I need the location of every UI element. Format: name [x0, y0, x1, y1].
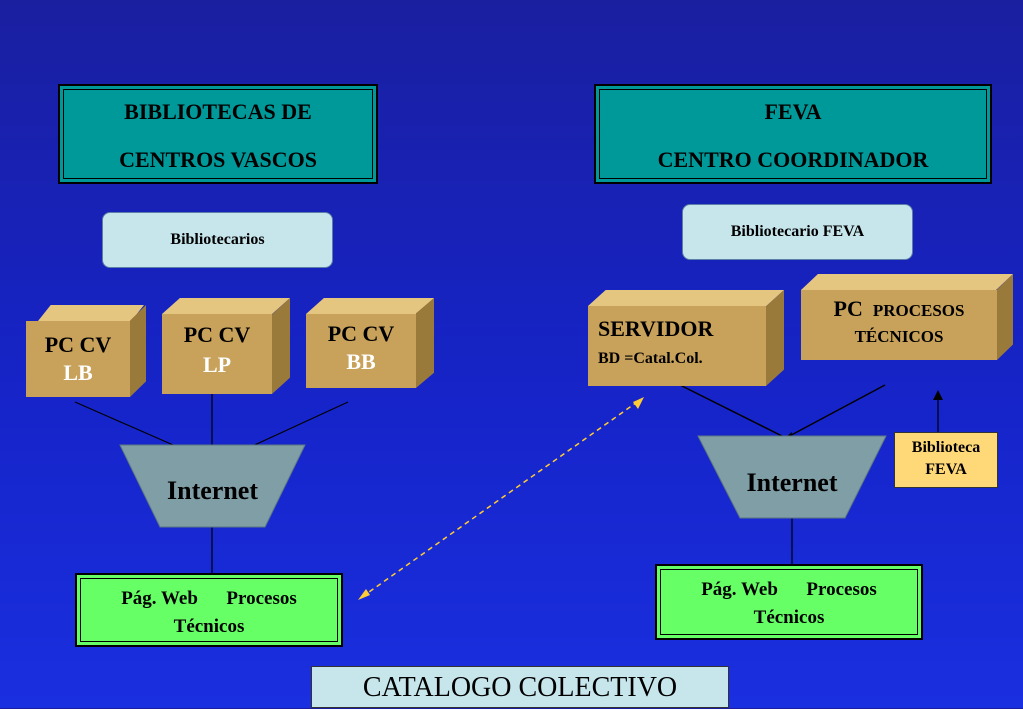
- servidor-side: [766, 290, 784, 386]
- pc-procesos-box: PC PROCESOS TÉCNICOS: [801, 274, 1013, 360]
- role-bibliotecarios: Bibliotecarios: [102, 212, 333, 268]
- web-right-line2: Técnicos: [753, 607, 825, 628]
- pc-cv-lb-front: PC CV LB: [26, 321, 130, 397]
- header-left: BIBLIOTECAS DE CENTROS VASCOS: [58, 84, 378, 184]
- line-bb-internet: [247, 401, 349, 449]
- servidor-top: [588, 290, 784, 306]
- pc-procesos-pc: PC: [833, 296, 863, 321]
- servidor-db: BD =Catal.Col.: [598, 350, 703, 367]
- pc-cv-lp-code: LP: [202, 352, 232, 377]
- pc-procesos-tecnicos: TÉCNICOS: [854, 327, 944, 346]
- web-left-line1: Pág. Web Procesos: [121, 588, 297, 609]
- arrow-head-pc: [933, 390, 943, 400]
- servidor-box: SERVIDOR BD =Catal.Col.: [588, 290, 784, 386]
- line-server-internet: [679, 384, 791, 441]
- pc-cv-lb: PC CV LB: [26, 305, 146, 397]
- header-right: FEVA CENTRO COORDINADOR: [594, 84, 992, 184]
- biblioteca-feva-line2: FEVA: [925, 461, 967, 478]
- line-lb-internet: [74, 401, 181, 449]
- pc-cv-bb-top: [306, 298, 434, 314]
- pc-cv-lb-side: [130, 305, 146, 397]
- pc-cv-bb-side: [416, 298, 434, 388]
- pc-procesos-front: PC PROCESOS TÉCNICOS: [801, 290, 997, 360]
- dashed-link: [361, 399, 641, 598]
- pc-cv-lb-code: LB: [63, 360, 93, 385]
- pc-procesos-top: [801, 274, 1013, 290]
- biblioteca-feva-line1: Biblioteca: [911, 439, 981, 456]
- internet-label-left: Internet: [167, 476, 258, 505]
- dashed-arrow-left: [358, 589, 370, 600]
- pc-cv-lp-front: PC CV LP: [162, 314, 272, 394]
- web-left-line2: Técnicos: [173, 616, 245, 637]
- dashed-arrow-right: [633, 397, 644, 409]
- catalogo-colectivo: CATALOGO COLECTIVO: [311, 666, 729, 708]
- web-box-left: Pág. Web Procesos Técnicos: [75, 573, 343, 647]
- internet-funnel-right: [697, 435, 887, 519]
- pc-cv-lb-top: [38, 305, 144, 321]
- pc-cv-bb-name: PC CV: [327, 321, 395, 346]
- pc-procesos-procesos: PROCESOS: [872, 301, 965, 320]
- servidor-title: SERVIDOR: [598, 316, 714, 341]
- pc-procesos-side: [997, 274, 1013, 360]
- servidor-front: SERVIDOR BD =Catal.Col.: [588, 306, 766, 386]
- pc-procesos-line1: PC PROCESOS: [801, 296, 997, 325]
- header-left-line1: BIBLIOTECAS DE: [124, 99, 312, 124]
- pc-cv-lp: PC CV LP: [162, 298, 290, 394]
- web-box-right: Pág. Web Procesos Técnicos: [655, 564, 923, 640]
- pc-cv-lp-side: [272, 298, 290, 394]
- internet-funnel-left: [119, 444, 306, 528]
- header-right-line1: FEVA: [764, 99, 822, 124]
- header-left-line2: CENTROS VASCOS: [119, 147, 317, 172]
- biblioteca-feva-box: Biblioteca FEVA: [894, 432, 998, 488]
- role-bibliotecario-feva: Bibliotecario FEVA: [682, 204, 913, 260]
- pc-cv-lb-name: PC CV: [44, 332, 112, 357]
- header-right-line2: CENTRO COORDINADOR: [657, 147, 929, 172]
- pc-cv-lp-top: [162, 298, 290, 314]
- pc-cv-bb-front: PC CV BB: [306, 314, 416, 388]
- internet-label-right: Internet: [746, 468, 838, 497]
- pc-cv-bb-code: BB: [346, 349, 376, 374]
- pc-cv-bb: PC CV BB: [306, 298, 434, 388]
- web-right-line1: Pág. Web Procesos: [701, 579, 877, 600]
- pc-cv-lp-name: PC CV: [183, 322, 251, 347]
- line-pc-internet: [781, 384, 886, 441]
